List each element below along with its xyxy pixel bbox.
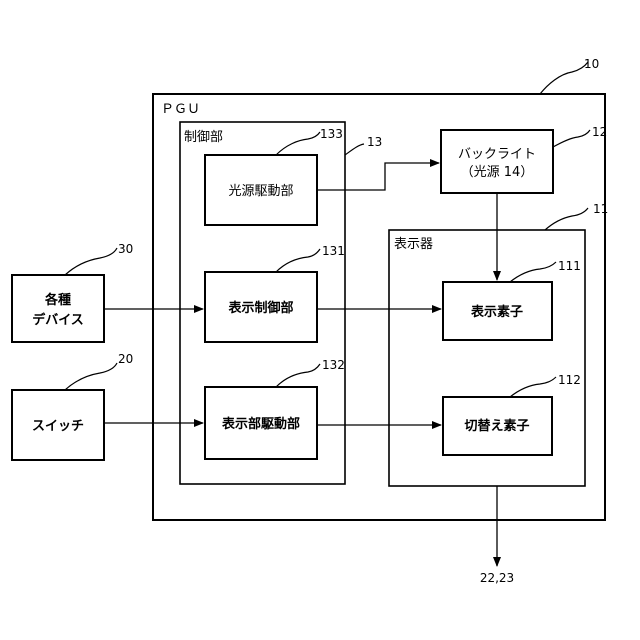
output-label: 22,23 [480, 571, 514, 585]
light-source-driver-ref: 133 [320, 127, 343, 141]
display-controller-ref: 131 [322, 244, 345, 258]
switch-box: スイッチ 20 [12, 352, 133, 460]
switching-element-label: 切替え素子 [464, 418, 529, 434]
backlight-label-line1: バックライト [458, 147, 536, 162]
switch-label: スイッチ [32, 419, 84, 434]
display-element-ref: 111 [558, 259, 581, 273]
devices-label-line1: 各種 [44, 292, 71, 308]
pgu-title: ＰＧＵ [161, 102, 200, 117]
control-unit-ref: 13 [367, 135, 382, 149]
backlight-ref: 12 [592, 125, 607, 139]
display-driver-label: 表示部駆動部 [221, 416, 300, 432]
display-element-label: 表示素子 [470, 304, 523, 320]
switching-element-ref: 112 [558, 373, 581, 387]
display-controller-label: 表示制御部 [227, 300, 293, 316]
devices-leader [65, 248, 117, 275]
pgu-ref: 10 [584, 57, 599, 71]
pgu-leader [540, 62, 588, 94]
display-unit-ref: 11 [593, 202, 608, 216]
display-unit-title: 表示器 [394, 237, 433, 252]
switch-ref: 20 [118, 352, 133, 366]
devices-ref: 30 [118, 242, 133, 256]
backlight-label-line2: （光源 14） [461, 165, 534, 180]
display-driver-ref: 132 [322, 358, 345, 372]
devices-label-line2: デバイス [32, 312, 84, 328]
light-source-driver-label: 光源駆動部 [228, 184, 293, 199]
control-unit-title: 制御部 [184, 130, 223, 145]
switch-leader [65, 363, 117, 390]
devices-box: 各種 デバイス 30 [12, 242, 133, 342]
